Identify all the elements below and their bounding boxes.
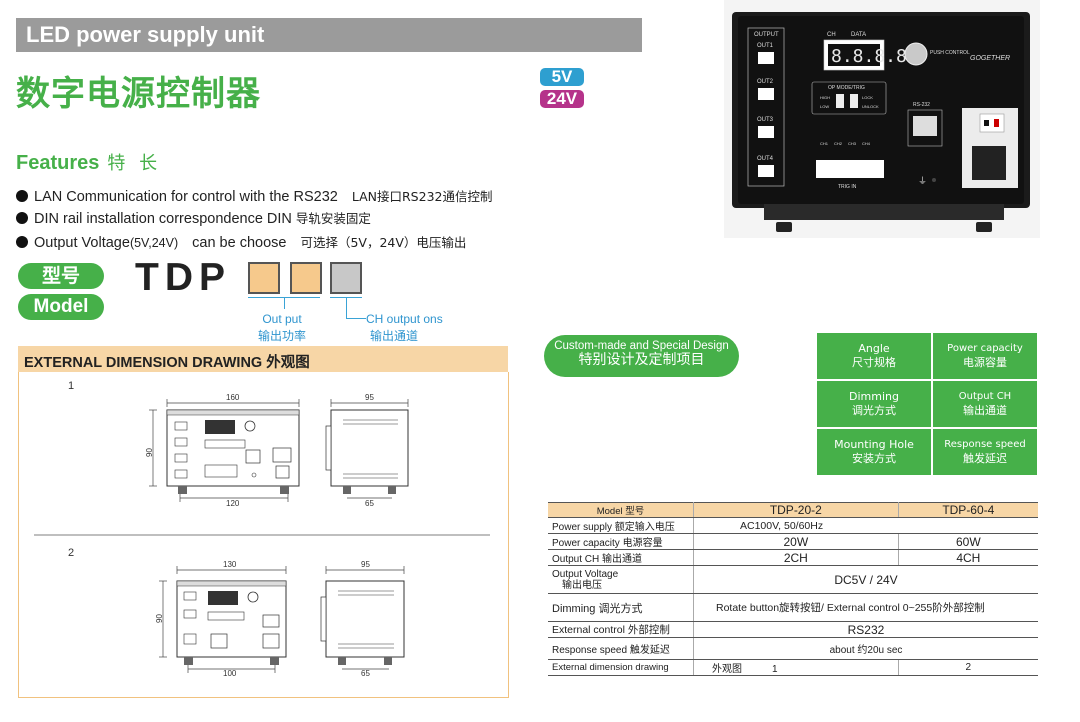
mode-switch[interactable] bbox=[836, 94, 844, 108]
features-heading-en: Features bbox=[16, 152, 100, 174]
feature-item: LAN Communication for control with the R… bbox=[16, 186, 492, 205]
push-control-knob[interactable] bbox=[904, 42, 928, 66]
dim-2-depth-bottom: 65 bbox=[361, 669, 370, 678]
bracket-line bbox=[284, 297, 285, 309]
ch3-label: CH3 bbox=[848, 141, 857, 146]
trig-in-label: TRIG IN bbox=[838, 184, 857, 190]
table-row: Output CH 输出通道 2CH 4CH bbox=[548, 549, 1038, 566]
lock-label: LOCK bbox=[862, 95, 873, 100]
power-switch[interactable] bbox=[979, 113, 1005, 133]
device-illustration: OUTPUT OUT1 OUT2 OUT3 OUT4 CH DATA 8.8.8… bbox=[732, 12, 1030, 232]
table-row: Response speed 触发延迟 about 约20u sec bbox=[548, 637, 1038, 660]
bracket-line bbox=[346, 318, 366, 319]
ch-label: CH bbox=[827, 32, 836, 38]
dimension-drawings: 1 160 90 120 95 bbox=[34, 380, 490, 678]
product-title-en: LED power supply unit bbox=[26, 22, 265, 47]
dim-1-height: 90 bbox=[145, 448, 154, 457]
channel-box bbox=[330, 262, 362, 294]
bullet-icon bbox=[16, 236, 28, 248]
drawing-2: 2 130 90 100 95 bbox=[68, 547, 405, 678]
dimension-heading: EXTERNAL DIMENSION DRAWING 外观图 bbox=[24, 355, 310, 371]
ground-icon: ⏚ bbox=[918, 176, 927, 187]
op-mode-label: OP MODE/TRIG bbox=[828, 85, 865, 91]
dim-2-width-top: 130 bbox=[223, 560, 237, 569]
feature-item: DIN rail installation correspondence DIN… bbox=[16, 208, 371, 227]
spec-table: Model 型号 TDP-20-2 TDP-60-4 Power supply … bbox=[548, 502, 1038, 676]
trig-terminal[interactable] bbox=[816, 160, 884, 178]
drawing-1: 1 160 90 120 95 bbox=[68, 380, 409, 508]
product-title-cn: 数字电源控制器 bbox=[16, 74, 261, 114]
features-heading-cn: 特 长 bbox=[107, 153, 162, 174]
dim-1-width-top: 160 bbox=[226, 393, 240, 402]
rs232-label: RS-232 bbox=[913, 102, 930, 108]
rs232-port[interactable] bbox=[913, 116, 937, 136]
badge-5v: 5V bbox=[540, 68, 584, 86]
brand-logo: GOGETHER bbox=[970, 55, 1010, 62]
bracket-line bbox=[346, 297, 347, 319]
features-heading: Features 特 长 bbox=[16, 149, 161, 175]
dim-1-width-bottom: 120 bbox=[226, 499, 240, 508]
out2-label: OUT2 bbox=[757, 79, 774, 85]
table-row: External control 外部控制 RS232 bbox=[548, 621, 1038, 638]
output-label: OUTPUT bbox=[754, 32, 779, 38]
dim-2-width-bottom: 100 bbox=[223, 669, 237, 678]
model-label-en: Model bbox=[18, 294, 104, 320]
title-bar: LED power supply unit bbox=[16, 18, 642, 52]
ch4-label: CH4 bbox=[862, 141, 871, 146]
ch1-label: CH1 bbox=[820, 141, 829, 146]
table-row: Model 型号 TDP-20-2 TDP-60-4 bbox=[548, 502, 1038, 518]
table-row: Dimming 调光方式 Rotate button旋转按钮/ External… bbox=[548, 593, 1038, 622]
badge-24v: 24V bbox=[540, 90, 584, 108]
dim-1-depth-bottom: 65 bbox=[365, 499, 374, 508]
ch2-label: CH2 bbox=[834, 141, 843, 146]
out1-label: OUT1 bbox=[757, 43, 774, 49]
high-label: HIGH bbox=[820, 95, 830, 100]
drawing-2-index: 2 bbox=[68, 547, 74, 559]
custom-design-pill: Custom-made and Special Design 特别设计及定制项目 bbox=[544, 335, 739, 377]
bullet-icon bbox=[16, 212, 28, 224]
drawing-1-index: 1 bbox=[68, 380, 74, 392]
dim-1-depth-top: 95 bbox=[365, 393, 374, 402]
unlock-label: UNLOCK bbox=[862, 104, 879, 109]
low-label: LOW bbox=[820, 104, 829, 109]
bullet-icon bbox=[16, 190, 28, 202]
dim-2-height: 90 bbox=[155, 614, 164, 623]
data-label: DATA bbox=[851, 32, 866, 38]
push-control-label: PUSH CONTROL bbox=[930, 50, 970, 56]
dimension-heading-bar: EXTERNAL DIMENSION DRAWING 外观图 bbox=[18, 346, 508, 372]
model-code: TDP bbox=[135, 256, 231, 299]
table-row: Power supply 额定输入电压 AC100V, 50/60Hz bbox=[548, 517, 1038, 534]
lock-switch[interactable] bbox=[850, 94, 858, 108]
dim-2-depth-top: 95 bbox=[361, 560, 370, 569]
dimension-frame bbox=[18, 372, 509, 698]
product-photo: OUTPUT OUT1 OUT2 OUT3 OUT4 CH DATA 8.8.8… bbox=[724, 0, 1040, 238]
output-power-box bbox=[248, 262, 280, 294]
seven-seg-display: 8.8.8.8 bbox=[831, 46, 907, 67]
output-power-box bbox=[290, 262, 322, 294]
out3-label: OUT3 bbox=[757, 117, 774, 123]
ac-inlet[interactable] bbox=[972, 146, 1006, 180]
table-row: Power capacity 电源容量 20W 60W bbox=[548, 533, 1038, 550]
out4-label: OUT4 bbox=[757, 156, 774, 162]
model-label-cn: 型号 bbox=[18, 263, 104, 289]
